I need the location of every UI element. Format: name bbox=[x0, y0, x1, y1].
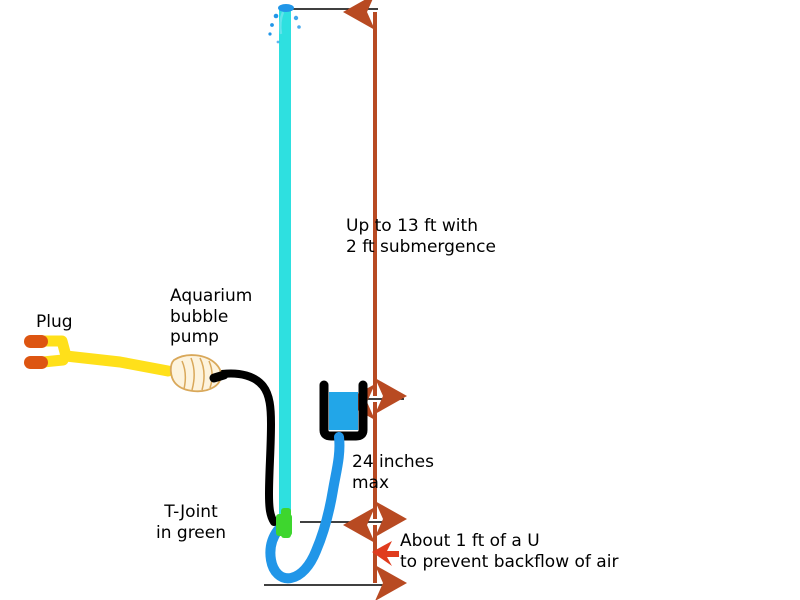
bubble-pump bbox=[169, 354, 229, 393]
riser-pipe bbox=[279, 8, 291, 528]
u-bend-tube-path bbox=[265, 432, 345, 584]
riser-pipe-body bbox=[279, 8, 291, 528]
water-droplets-icon bbox=[268, 4, 301, 44]
air-line-tube bbox=[218, 369, 278, 526]
callout-arrow-left-icon bbox=[372, 541, 399, 566]
container-water-fill bbox=[329, 392, 358, 430]
label-aquarium-bubble-pump: Aquarium bubble pump bbox=[170, 286, 253, 348]
label-t-joint: T-Joint in green bbox=[156, 502, 227, 543]
water-container bbox=[319, 380, 368, 441]
label-u-bend: About 1 ft of a U to prevent backflow of… bbox=[400, 531, 619, 572]
pump-ribs bbox=[181, 357, 213, 391]
pump-outlet-nozzle bbox=[209, 370, 229, 383]
dimension-u-depth bbox=[343, 507, 407, 600]
pump-body bbox=[169, 354, 222, 393]
label-lift-height: Up to 13 ft with 2 ft submergence bbox=[346, 216, 496, 257]
label-plug: Plug bbox=[36, 312, 73, 332]
plug-prongs-icon bbox=[24, 335, 48, 369]
label-submergence-max: 24 inches max bbox=[352, 452, 434, 493]
t-joint bbox=[276, 508, 292, 538]
